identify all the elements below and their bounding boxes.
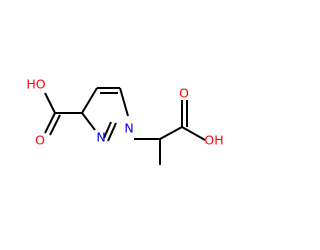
bond-cacid-right-oh xyxy=(181,126,206,141)
bond-c5-n1 xyxy=(119,87,129,117)
bond-cacid-o-second xyxy=(49,114,61,136)
atom-label-ring-n1: N xyxy=(124,121,133,136)
atom-label-acid-right-oh: OH xyxy=(204,133,223,148)
atom-label-ring-n2: N xyxy=(96,130,105,145)
bond-n1-n2 xyxy=(107,122,117,142)
bond-n1-n2-inner xyxy=(103,121,112,139)
bond-cacid-o xyxy=(44,112,56,134)
bond-n2-c3 xyxy=(81,112,96,131)
chemical-structure-diagram: HO O N N O OH xyxy=(26,77,224,165)
atom-label-acid-left-oh: HO xyxy=(26,77,45,92)
atom-labels: HO O N N O OH xyxy=(26,77,223,148)
bonds xyxy=(44,87,206,165)
atom-label-acid-right-o: O xyxy=(179,86,189,101)
bond-ch-cacid-right xyxy=(159,126,183,140)
atom-label-acid-left-o: O xyxy=(35,133,45,148)
bond-c3-c4 xyxy=(81,87,98,114)
bond-cacid-oh xyxy=(44,92,56,114)
